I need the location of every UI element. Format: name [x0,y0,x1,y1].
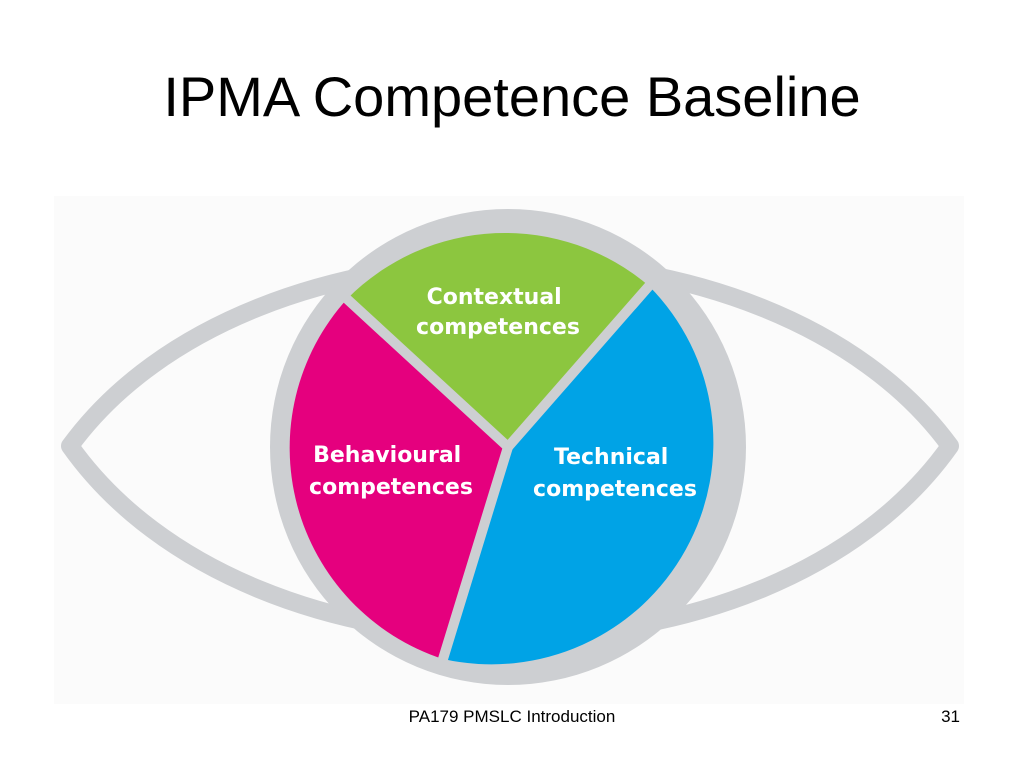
footer-course: PA179 PMSLC Introduction [408,707,616,726]
slide-title: IPMA Competence Baseline [163,65,861,128]
label-contextual: Contextual competences [416,285,580,340]
segment-contextual [347,232,649,447]
segment-technical [443,286,714,665]
label-technical: Technical competences [533,445,697,502]
page-number: 31 [941,707,960,726]
label-line: Technical [554,445,668,470]
divider-line [438,442,513,664]
label-line: competences [533,477,697,502]
label-line: Contextual [427,285,562,310]
divider-line [342,294,513,452]
label-behavioural: Behavioural competences [309,443,473,500]
divider-line [503,281,654,452]
segment-behavioural [289,299,508,659]
label-line: Behavioural [313,443,461,468]
label-line: competences [416,315,580,340]
eye-outline [61,252,959,646]
label-line: competences [309,475,473,500]
segment-dividers [342,281,654,664]
